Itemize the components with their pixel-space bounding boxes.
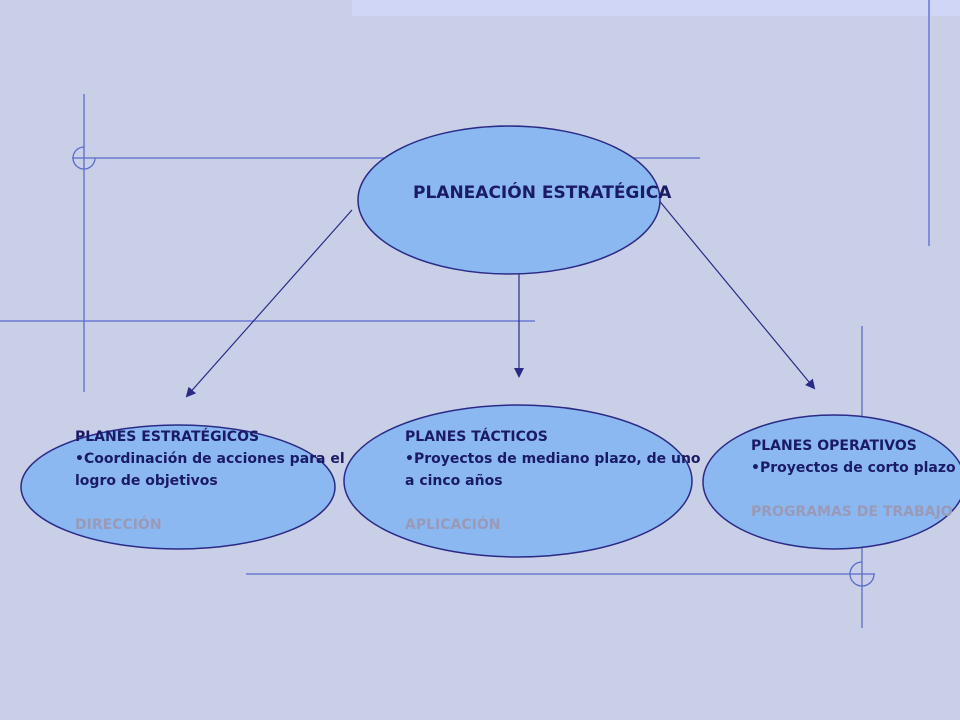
arrow-to-operativos xyxy=(651,191,816,390)
node-bullet-continuation: a cinco años xyxy=(405,473,503,489)
node-bullet: Proyectos de mediano plazo, de uno xyxy=(405,448,701,470)
node-bullet-text: Proyectos de corto plazo xyxy=(759,460,956,476)
node-bullet: Proyectos de corto plazo xyxy=(751,457,956,479)
node-bullet: Coordinación de acciones para el xyxy=(75,448,345,470)
node-tag: APLICACIÓN xyxy=(405,517,501,533)
node-title: PLANES OPERATIVOS xyxy=(751,438,917,454)
node-operativos: PLANES OPERATIVOS Proyectos de corto pla… xyxy=(751,435,956,523)
node-ellipse-operativos xyxy=(702,414,960,550)
main-node-ellipse xyxy=(357,125,661,275)
node-bullet-text: Coordinación de acciones para el xyxy=(83,451,345,467)
node-title: PLANES TÁCTICOS xyxy=(405,429,548,445)
node-tacticos: PLANES TÁCTICOS Proyectos de mediano pla… xyxy=(405,426,701,536)
node-ellipse-tacticos xyxy=(343,404,693,558)
node-bullet-continuation: logro de objetivos xyxy=(75,473,218,489)
top-decor-bar xyxy=(352,0,960,16)
main-node-title: PLANEACIÓN ESTRATÉGICA xyxy=(413,183,672,203)
node-estrategicos: PLANES ESTRATÉGICOS Coordinación de acci… xyxy=(75,426,345,536)
node-bullet-text: Proyectos de mediano plazo, de uno xyxy=(413,451,701,467)
node-tag: DIRECCIÓN xyxy=(75,517,162,533)
node-title: PLANES ESTRATÉGICOS xyxy=(75,429,260,445)
node-tag: PROGRAMAS DE TRABAJO xyxy=(751,504,953,520)
arrow-to-estrategicos xyxy=(185,209,353,398)
connector-arrows xyxy=(185,191,816,398)
